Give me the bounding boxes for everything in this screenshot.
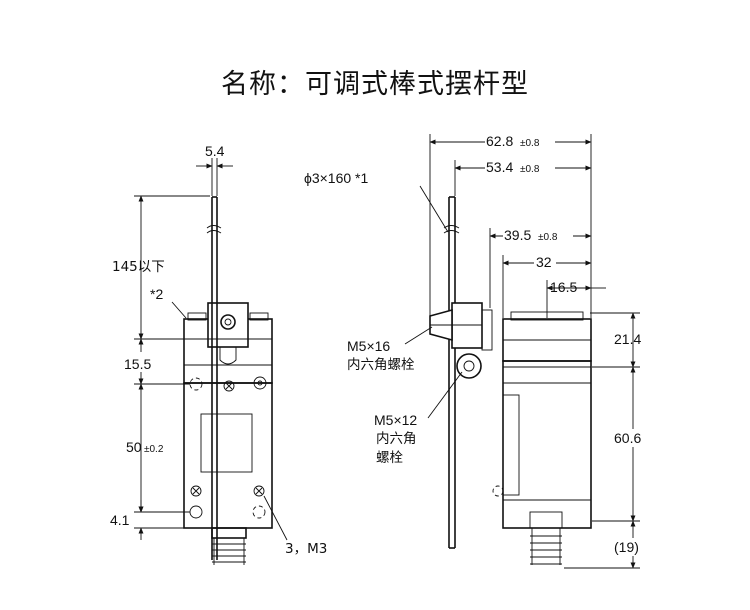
front-view: 5.4 145以下 *2 15.5 50 ±0.2 4.1 <box>110 143 327 565</box>
dim-50: 50 <box>126 439 142 455</box>
dim-53-4-tol: ±0.8 <box>520 164 540 175</box>
dim-39-5-tol: ±0.8 <box>538 232 558 243</box>
dim-60-6: 60.6 <box>614 430 641 446</box>
screw-x-icon <box>223 380 235 392</box>
dim-53-4: 53.4 <box>486 159 513 175</box>
screw-x-icon <box>253 485 265 497</box>
dim-16-5: 16.5 <box>550 279 577 295</box>
dim-145: 145以下 <box>112 259 165 275</box>
screw2-desc2: 螺栓 <box>376 450 403 466</box>
dim-4-1: 4.1 <box>110 512 130 528</box>
dim-19: (19) <box>614 539 639 555</box>
side-lever-arm <box>451 302 483 349</box>
screw2-desc1: 内六角 <box>376 431 417 447</box>
screw-x-icon <box>190 485 202 497</box>
dim-50-tol: ±0.2 <box>144 444 164 455</box>
dim-21-4: 21.4 <box>614 331 641 347</box>
roller-icon <box>456 353 482 379</box>
rod-spec: ϕ3×160 *1 <box>304 170 368 186</box>
dim-32: 32 <box>536 254 552 270</box>
side-body <box>502 360 592 529</box>
dim-62-8-tol: ±0.8 <box>520 138 540 149</box>
dim-5-4: 5.4 <box>205 143 225 159</box>
front-window <box>200 413 253 473</box>
dim-62-8: 62.8 <box>486 133 513 149</box>
holes-label: 3，M3 <box>285 541 327 557</box>
screw1-desc: 内六角螺栓 <box>347 357 415 373</box>
dim-39-5: 39.5 <box>504 227 531 243</box>
dim-15-5: 15.5 <box>124 356 151 372</box>
side-view: ϕ3×160 *1 62.8 ±0.8 53.4 ±0.8 39.5 ±0.8 <box>304 133 650 569</box>
screw1-size: M5×16 <box>347 338 390 354</box>
drawing-title: 名称：可调式棒式摆杆型 <box>221 69 529 100</box>
note-star2: *2 <box>150 286 163 302</box>
screw2-size: M5×12 <box>374 412 417 428</box>
